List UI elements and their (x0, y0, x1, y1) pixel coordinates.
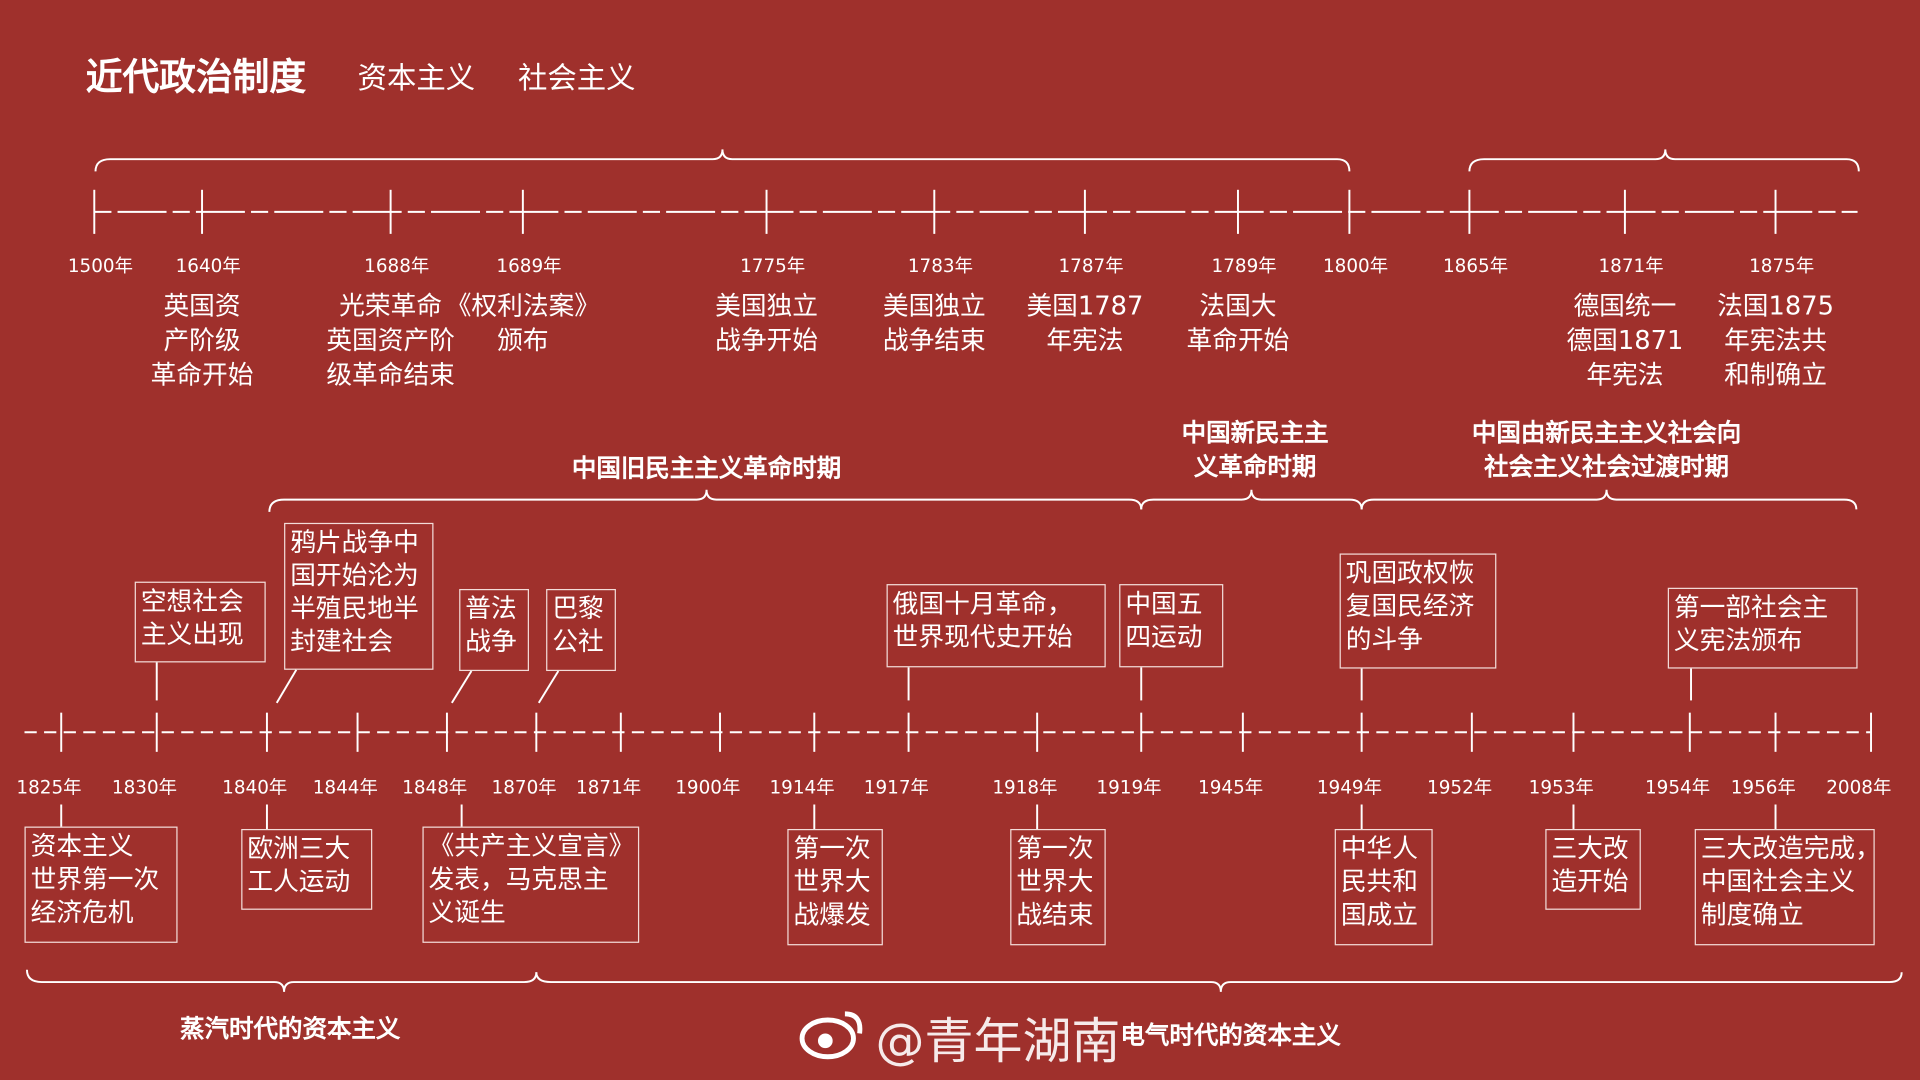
tag-capitalism: 资本主义 (357, 61, 476, 96)
top-event-label: 德国统一 德国1871 年宪法 (1566, 291, 1684, 390)
upper-event-box: 第一部社会主 义宪法颁布 (1667, 587, 1858, 669)
upper-event-box: 中国五 四运动 (1119, 584, 1224, 668)
lower-event-box: 中华人 民共和 国成立 (1334, 828, 1433, 946)
bottom-year-label: 1918年 (992, 776, 1058, 799)
bottom-year-label: 1825年 (16, 776, 82, 799)
period-transition: 中国由新民主主义社会向 社会主义社会过渡时期 (1471, 417, 1742, 482)
connector-line (537, 670, 560, 704)
upper-event-box: 鸦片战争中 国开始沦为 半殖民地半 封建社会 (284, 522, 434, 670)
top-year-label: 1783年 (907, 254, 973, 277)
brace-transition (1360, 489, 1858, 510)
period-electric: 电气时代的资本主义 (1120, 1020, 1341, 1050)
period-new-democratic: 中国新民主主 义革命时期 (1181, 417, 1329, 482)
bottom-year-label: 1949年 (1316, 776, 1382, 799)
bottom-year-label: 1956年 (1730, 776, 1796, 799)
bottom-year-label: 1840年 (222, 776, 288, 799)
top-event-label: 法国1875 年宪法共 和制确立 (1717, 291, 1834, 390)
upper-event-box: 俄国十月革命， 世界现代史开始 (886, 584, 1106, 668)
period-steam: 蒸汽时代的资本主义 (180, 1013, 401, 1044)
bottom-year-label: 1917年 (863, 776, 929, 799)
top-year-label: 1640年 (175, 254, 241, 277)
tag-socialism: 社会主义 (517, 61, 636, 96)
bottom-year-label: 1919年 (1096, 776, 1162, 799)
top-event-label: 美国独立 战争开始 (715, 291, 818, 356)
top-year-label: 1688年 (364, 254, 430, 277)
bottom-year-label: 1954年 (1645, 776, 1711, 799)
bottom-year-label: 1848年 (402, 776, 468, 799)
bottom-year-label: 1900年 (675, 776, 741, 799)
upper-event-box: 巩固政权恢 复国民经济 的斗争 (1339, 553, 1497, 669)
upper-event-box: 空想社会 主义出现 (134, 581, 266, 663)
top-event-label: 法国大 革命开始 (1186, 291, 1290, 356)
top-year-label: 1871年 (1598, 254, 1664, 277)
lower-event-box: 资本主义 世界第一次 经济危机 (24, 826, 178, 943)
bottom-year-label: 1844年 (312, 776, 378, 799)
top-year-label: 1689年 (496, 254, 562, 277)
top-year-label: 1865年 (1442, 254, 1509, 277)
brace-electric (535, 972, 1903, 992)
connector-line (451, 670, 473, 704)
top-event-label: 美国独立 战争结束 (882, 291, 986, 356)
top-year-label: 1787年 (1058, 254, 1124, 277)
lower-event-box: 《共产主义宣言》 发表，马克思主 义诞生 (422, 826, 640, 943)
page-title: 近代政治制度 (85, 56, 307, 100)
bottom-year-label: 1945年 (1198, 776, 1264, 799)
top-event-label: 英国资 产阶级 革命开始 (150, 291, 254, 390)
lower-event-box: 欧洲三大 工人运动 (241, 828, 373, 910)
connector-line (275, 669, 298, 704)
period-old-democratic: 中国旧民主主义革命时期 (571, 453, 842, 483)
bottom-year-label: 1830年 (111, 776, 178, 799)
top-event-label: 光荣革命 英国资产阶 级革命结束 (326, 291, 455, 390)
bottom-year-label: 1914年 (769, 776, 835, 799)
lower-event-box: 三大改造完成， 中国社会主义 制度确立 (1694, 828, 1881, 946)
bottom-year-label: 1871年 (576, 776, 642, 799)
bottom-year-label: 1870年 (491, 776, 557, 799)
lower-event-box: 三大改 造开始 (1545, 828, 1641, 910)
top-event-label: 美国1787 年宪法 (1026, 291, 1144, 356)
brace-old-democratic (268, 489, 1143, 512)
upper-event-box: 普法 战争 (459, 588, 529, 672)
weibo-icon (798, 1007, 867, 1061)
bottom-year-label: 1952年 (1427, 776, 1493, 799)
bottom-year-label: 1953年 (1528, 776, 1594, 799)
top-year-label: 1789年 (1211, 254, 1277, 277)
top-event-label: 《权利法案》 颁布 (445, 291, 601, 356)
upper-event-box: 巴黎 公社 (546, 588, 616, 672)
lower-event-box: 第一次 世界大 战爆发 (787, 828, 883, 946)
bottom-year-label: 2008年 (1826, 776, 1892, 799)
top-year-label: 1775年 (740, 254, 806, 277)
brace-top-1865 (1468, 149, 1860, 172)
brace-top-capitalism (94, 149, 1351, 172)
watermark-text: @青年湖南 (875, 1013, 1121, 1071)
top-year-label: 1875年 (1749, 254, 1815, 277)
brace-steam (25, 969, 538, 992)
top-year-label: 1800年 (1322, 254, 1389, 277)
top-year-label: 1500年 (67, 254, 133, 277)
brace-new-democratic (1140, 489, 1363, 510)
lower-event-box: 第一次 世界大 战结束 (1010, 828, 1106, 946)
